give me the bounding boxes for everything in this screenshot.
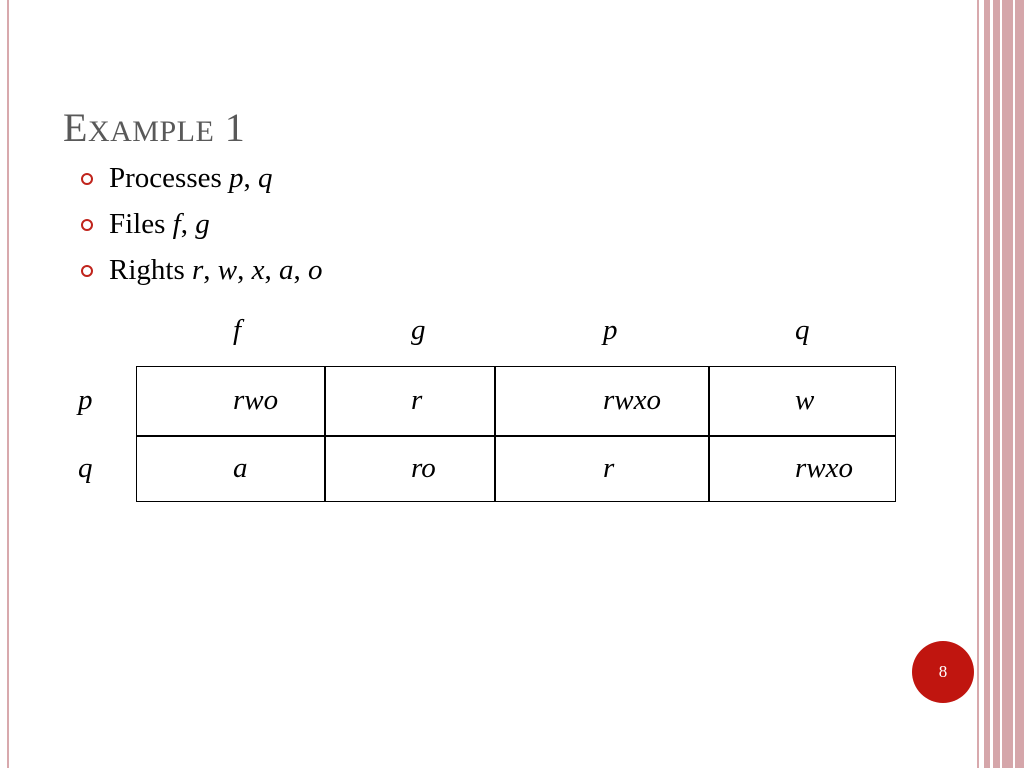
title-rest: XAMPLE: [87, 115, 215, 148]
bullet-text: Rights r, w, x, a, o: [109, 250, 323, 290]
table-column-divider: [494, 366, 496, 502]
table-cell: r: [411, 384, 423, 416]
table-cell: rwxo: [603, 384, 661, 416]
bullet-label: Processes: [109, 162, 230, 194]
right-x: x: [251, 254, 265, 286]
slide-title: EXAMPLE 1: [63, 104, 245, 151]
separator: ,: [180, 208, 196, 240]
bullet-circle-icon: [81, 265, 93, 277]
access-matrix-table: [136, 366, 896, 502]
column-header-q: q: [795, 314, 810, 346]
table-row-divider: [136, 435, 896, 437]
right-border-gap: [1013, 0, 1015, 768]
right-border-line: [977, 0, 979, 768]
row-header-p: p: [78, 384, 93, 416]
separator: ,: [293, 254, 309, 286]
right-r: r: [192, 254, 204, 286]
separator: ,: [203, 254, 218, 286]
separator: ,: [243, 162, 259, 194]
right-o: o: [308, 254, 323, 286]
table-cell: rwo: [233, 384, 279, 416]
file-g: g: [195, 208, 210, 240]
page-number-badge: 8: [912, 641, 974, 703]
bullet-text: Files f, g: [109, 204, 210, 244]
table-cell: a: [233, 452, 248, 484]
table-cell: w: [795, 384, 815, 416]
left-border-line: [7, 0, 9, 768]
table-cell: rwxo: [795, 452, 853, 484]
file-f: f: [172, 208, 181, 240]
title-initial: E: [63, 105, 88, 150]
table-cell: r: [603, 452, 615, 484]
process-q: q: [258, 162, 273, 194]
row-header-q: q: [78, 452, 93, 484]
bullet-text: Processes p, q: [109, 158, 273, 198]
title-number: 1: [224, 105, 246, 150]
column-header-f: f: [233, 314, 242, 346]
column-header-g: g: [411, 314, 426, 346]
separator: ,: [237, 254, 252, 286]
right-a: a: [279, 254, 294, 286]
bullet-circle-icon: [81, 219, 93, 231]
bullet-label: Files: [109, 208, 173, 240]
column-header-p: p: [603, 314, 618, 346]
table-cell: ro: [411, 452, 436, 484]
table-column-divider: [324, 366, 326, 502]
process-p: p: [229, 162, 244, 194]
table-column-divider: [708, 366, 710, 502]
separator: ,: [264, 254, 280, 286]
bullet-label: Rights: [109, 254, 192, 286]
right-w: w: [217, 254, 238, 286]
bullet-circle-icon: [81, 173, 93, 185]
right-border-gap: [990, 0, 993, 768]
right-border-gap: [1000, 0, 1002, 768]
